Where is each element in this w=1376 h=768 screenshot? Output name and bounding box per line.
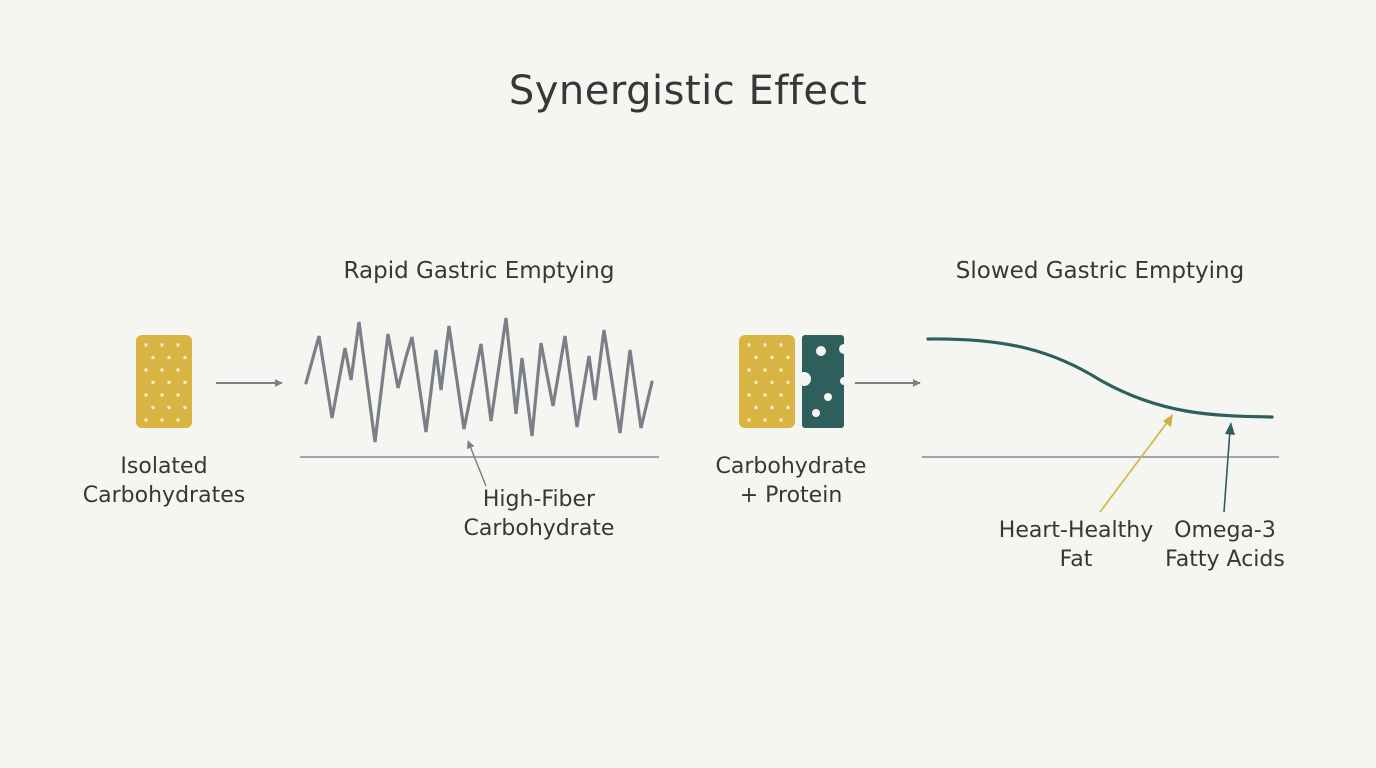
rapid-emptying-curve <box>304 317 654 443</box>
slowed-emptying-heading: Slowed Gastric Emptying <box>955 258 1245 284</box>
page-title: Synergistic Effect <box>508 68 868 114</box>
carb-protein-line1: Carbohydrate <box>715 454 867 479</box>
omega-3-line2: Fatty Acids <box>1165 547 1285 572</box>
heart-healthy-fat-label: Heart-Healthy Fat <box>996 516 1156 574</box>
omega-3-line1: Omega-3 <box>1174 518 1276 543</box>
slowed-emptying-curve <box>926 337 1274 419</box>
isolated-carbohydrates-line2: Carbohydrates <box>82 483 246 508</box>
isolated-carbohydrates-label: Isolated Carbohydrates <box>74 452 254 510</box>
isolated-carbohydrates-line1: Isolated <box>120 454 208 479</box>
heart-healthy-fat-line1: Heart-Healthy <box>998 518 1154 543</box>
carbohydrate-cracker-icon <box>739 335 795 428</box>
high-fiber-label: High-Fiber Carbohydrate <box>449 485 629 543</box>
rapid-emptying-heading: Rapid Gastric Emptying <box>343 258 615 284</box>
omega-arrow-icon <box>1223 422 1235 513</box>
protein-cheese-icon <box>797 335 849 428</box>
carb-protein-label: Carbohydrate + Protein <box>700 452 882 510</box>
omega-3-label: Omega-3 Fatty Acids <box>1150 516 1300 574</box>
high-fiber-line2: Carbohydrate <box>463 516 615 541</box>
heart-healthy-fat-line2: Fat <box>1059 547 1093 572</box>
high-fiber-arrow-icon <box>466 440 487 487</box>
fat-arrow-icon <box>1099 414 1173 513</box>
high-fiber-line1: High-Fiber <box>482 487 596 512</box>
carb-protein-line2: + Protein <box>739 483 843 508</box>
carbohydrate-cracker-icon <box>136 335 192 428</box>
